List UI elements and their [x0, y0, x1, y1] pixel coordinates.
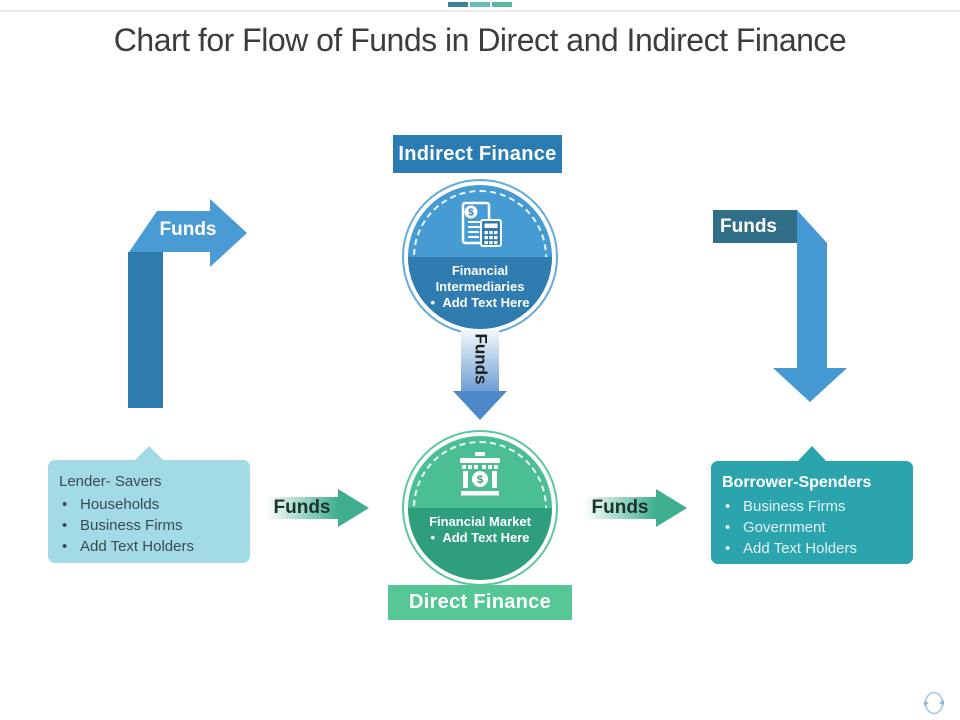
funds-up-label: Funds: [159, 219, 217, 240]
header-divider-line: [0, 10, 960, 12]
list-item: •Add Text Holders: [725, 540, 857, 557]
page-title: Chart for Flow of Funds in Direct and In…: [113, 22, 847, 58]
funds-up-arrow: [128, 199, 247, 408]
direct-finance-badge: Direct Finance: [388, 585, 572, 620]
list-item: •Add Text Holders: [62, 538, 194, 555]
header-accent-dash-3: [492, 2, 512, 7]
borrower-box-pointer: [797, 446, 827, 462]
borrower-box-title: Borrower-Spenders: [722, 474, 872, 491]
node-text: Financial Market • Add Text Here: [408, 514, 552, 546]
rotate-icon: [924, 691, 944, 715]
funds-right-arrow-right: [584, 489, 687, 527]
funds-right-arrow-left: [266, 489, 369, 527]
list-item: •Government: [725, 519, 826, 536]
list-item: •Business Firms: [725, 498, 846, 515]
funds-down-right-arrow: [773, 210, 847, 402]
funds-down-label: Funds: [471, 333, 490, 385]
node-text: Financial Intermediaries • Add Text Here: [408, 263, 552, 311]
node-title: Financial Intermediaries: [435, 263, 525, 294]
node-lower-shade: [408, 257, 552, 329]
list-item: •Business Firms: [62, 517, 183, 534]
header-accent-dash-1: [448, 2, 468, 7]
bank-icon: $: [460, 452, 500, 496]
list-item: •Households: [62, 496, 160, 513]
invoice-calculator-icon: $: [461, 201, 502, 247]
funds-label-market-borrower: Funds: [591, 497, 649, 518]
borrower-spenders-box: Borrower-Spenders •Business Firms •Gover…: [711, 461, 913, 564]
header-accent-dash-2: [470, 2, 490, 7]
svg-text:$: $: [477, 474, 483, 486]
lender-box-pointer: [134, 446, 164, 461]
funds-label-lender-market: Funds: [273, 497, 331, 518]
lender-savers-box: Lender- Savers •Households •Business Fir…: [48, 460, 250, 563]
lender-box-title: Lender- Savers: [59, 473, 162, 490]
node-title: Financial Market: [429, 514, 531, 529]
node-dashed-ring: [413, 190, 547, 257]
node-dashed-ring: [413, 441, 547, 508]
indirect-finance-badge: Indirect Finance: [393, 135, 562, 173]
financial-market-node: $ Financial Market • Add Text Here: [408, 436, 552, 580]
funds-down-arrow: [453, 330, 507, 420]
svg-text:$: $: [468, 208, 474, 219]
financial-intermediaries-node: $ Financial Intermediaries • Add Text He…: [408, 185, 552, 329]
funds-right-label: Funds: [713, 210, 797, 243]
node-lower-shade: [408, 508, 552, 580]
